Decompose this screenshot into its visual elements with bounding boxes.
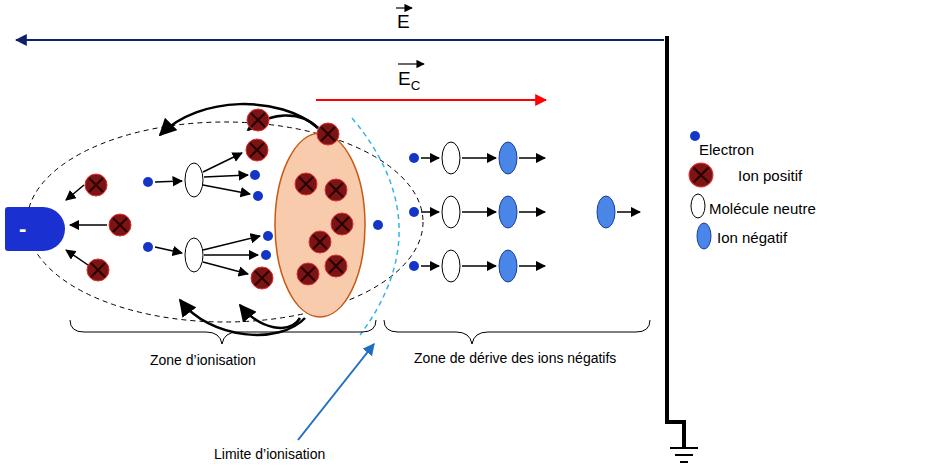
legend-text: Molécule neutre bbox=[709, 200, 816, 217]
neutral-molecules bbox=[185, 163, 203, 272]
space-charge-field bbox=[316, 99, 546, 101]
electrons bbox=[143, 170, 383, 260]
curved-arrow bbox=[240, 305, 300, 328]
ionisation-zone bbox=[27, 122, 423, 322]
legend-text: Ion négatif bbox=[717, 229, 787, 246]
ion-cloud bbox=[275, 133, 365, 317]
ion-motion bbox=[66, 185, 107, 265]
field-label: EC bbox=[398, 68, 420, 93]
vector-arrow bbox=[398, 63, 424, 64]
zone-brace bbox=[384, 320, 650, 344]
field-label: E bbox=[397, 11, 410, 33]
drift-rows bbox=[409, 142, 640, 282]
polarity-sign: - bbox=[19, 218, 26, 240]
zone-label: Zone de dérive des ions négatifs bbox=[414, 350, 616, 366]
collision-arrows bbox=[155, 153, 260, 274]
zone-label: Zone d’ionisation bbox=[150, 352, 256, 368]
zone-brace bbox=[70, 320, 376, 344]
field-arrow bbox=[16, 39, 664, 41]
curved-arrow bbox=[160, 104, 318, 135]
legend-text: Electron bbox=[699, 141, 754, 158]
electrode: - bbox=[5, 207, 65, 251]
legend-text: Ion positif bbox=[738, 167, 802, 184]
positive-ions bbox=[85, 109, 353, 289]
ionisation-limit bbox=[352, 118, 399, 335]
leader-line bbox=[298, 344, 374, 440]
ground-plate bbox=[667, 36, 684, 448]
limit-label: Limite d’ionisation bbox=[214, 446, 325, 462]
vector-arrow bbox=[396, 7, 412, 8]
ground-symbol bbox=[670, 448, 698, 462]
curved-arrow bbox=[180, 300, 305, 335]
